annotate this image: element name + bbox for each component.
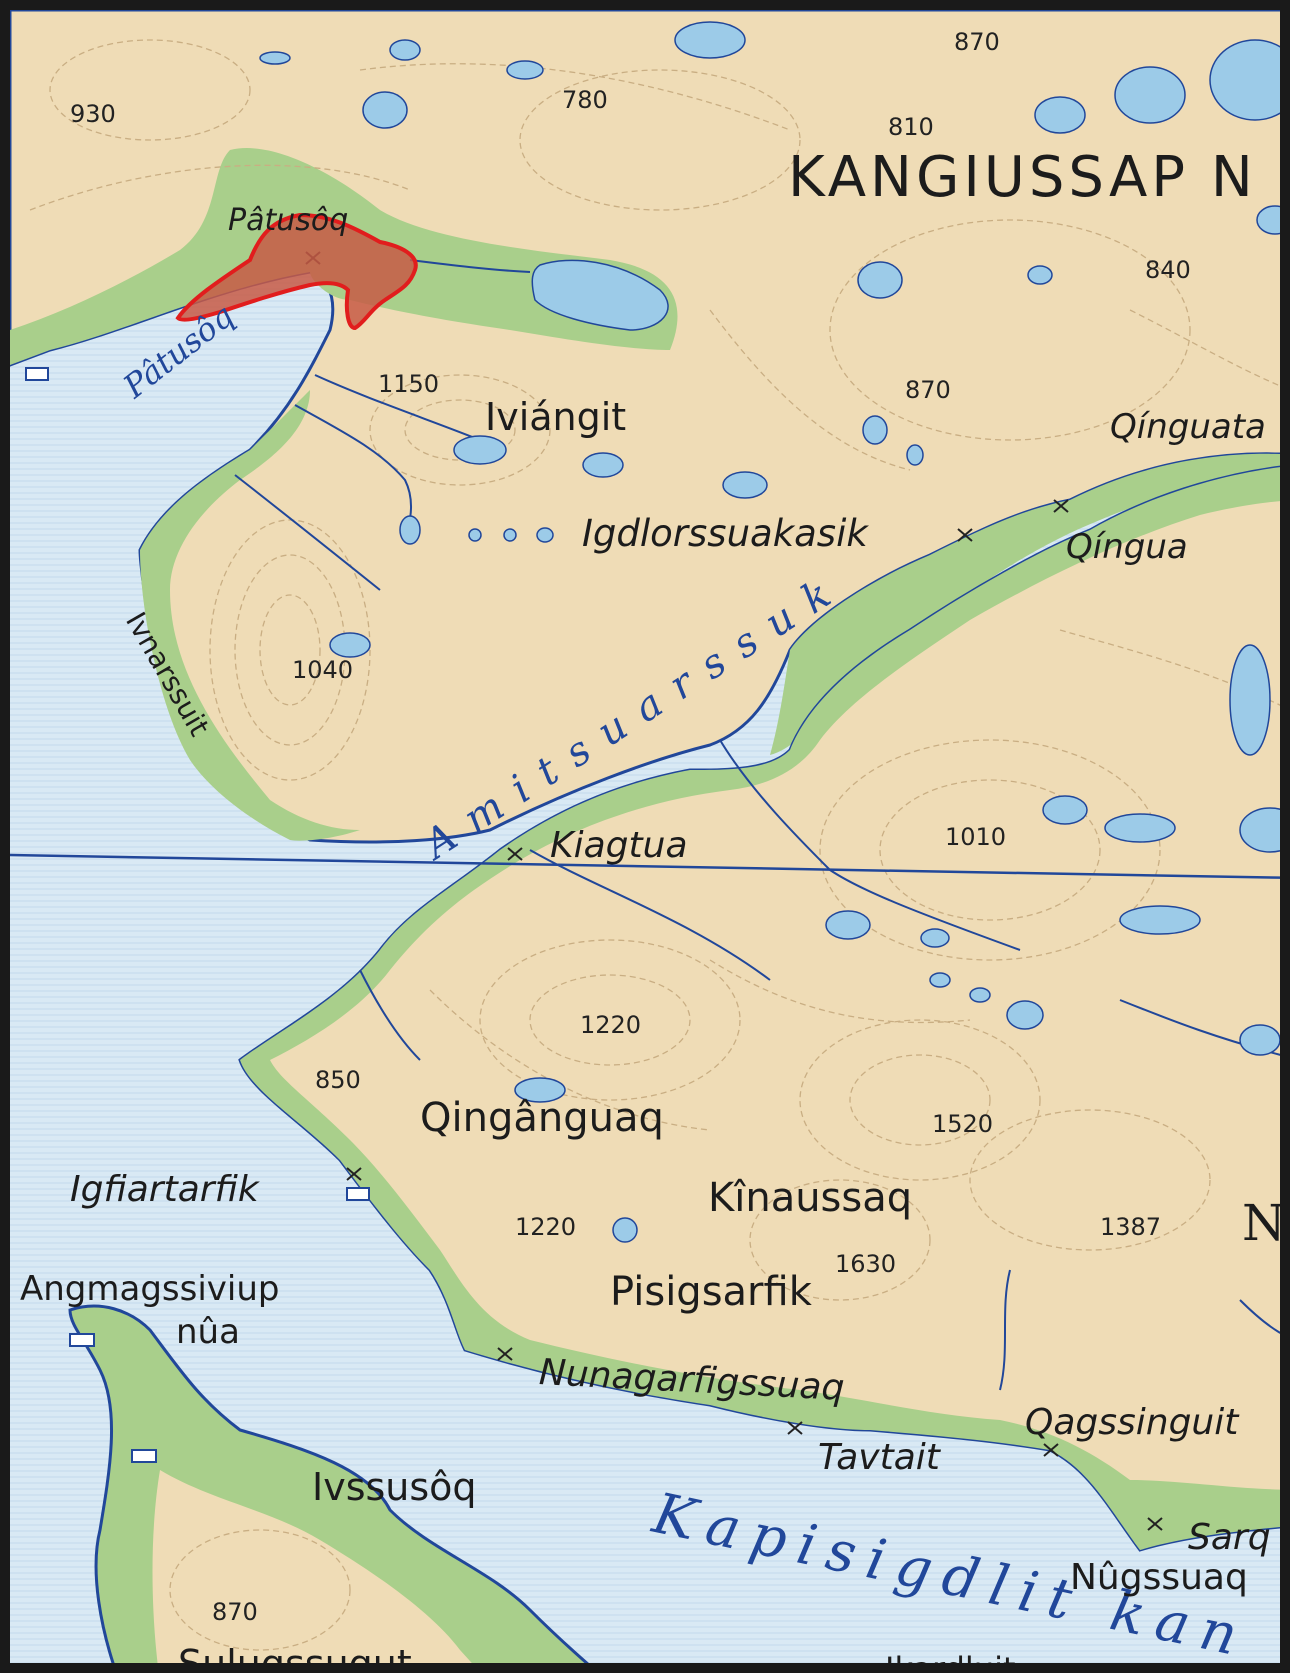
place-label-igfiartarfik: Igfiartarfik [70,1169,259,1210]
place-label-angmagssiviup: Angmagssiviup [20,1269,280,1309]
region-label: KANGIUSSAP N [788,145,1257,210]
place-label-ikardluit: Ikardluit [885,1650,1016,1673]
elevation-label: 870 [954,28,1000,56]
region-label-ne: Ne [1242,1194,1286,1252]
place-label-qingua: Qíngua [1066,527,1188,567]
place-label-nugssuaq: Nûgssuaq [1070,1557,1248,1598]
elevation-label: 930 [70,100,116,128]
elevation-label: 870 [212,1598,258,1626]
elevation-label: 810 [888,113,934,141]
place-label-kinaussaq: Kînaussaq [708,1175,913,1221]
settlement-markers [25,367,370,1463]
place-label-sulugssugut: Sulugssugut [178,1642,412,1673]
land-southwest-inner [152,1470,472,1663]
highlighted-area [175,212,418,331]
site-markers [305,251,1163,1531]
place-label-qagssinguit: Qagssinguit [1025,1402,1239,1443]
map-graphics [10,10,1280,1663]
lakes [259,21,1280,1243]
place-label-qinguata: Qínguata [1110,407,1266,447]
place-label-nua: nûa [176,1312,240,1352]
place-label-pisigsarfik: Pisigsarfik [610,1269,812,1315]
elevation-label: 1630 [835,1250,897,1278]
place-label-tavtait: Tavtait [818,1437,940,1478]
elevation-label: 1040 [292,656,354,684]
elevation-label: 780 [562,86,608,114]
elevation-label: 870 [905,376,951,404]
place-label-ivssusoq: Ivssusôq [312,1465,477,1509]
rivers [234,259,1280,1391]
place-label-patusoq: Pâtusôq [228,203,349,238]
elevation-label: 850 [315,1066,361,1094]
elevation-label: 1220 [580,1011,642,1039]
place-label-sarq: Sarq [1188,1517,1271,1558]
place-label-qinganguaq: Qingânguaq [420,1095,664,1141]
elevation-label: 1010 [945,823,1007,851]
place-label-igdlorssuakasik: Igdlorssuakasik [582,512,868,555]
elevation-label: 840 [1145,256,1191,284]
place-label-kiagtua: Kiagtua [550,825,688,866]
lowland-north-2 [140,390,360,841]
contour-lines [29,39,1280,1651]
elevation-label: 1387 [1100,1213,1162,1241]
place-label-iviangit: Iviángit [485,395,627,439]
grid-line [10,853,1280,879]
elevation-label: 1150 [378,370,440,398]
elevation-label: 1520 [932,1110,994,1138]
elevation-label: 1220 [515,1213,577,1241]
